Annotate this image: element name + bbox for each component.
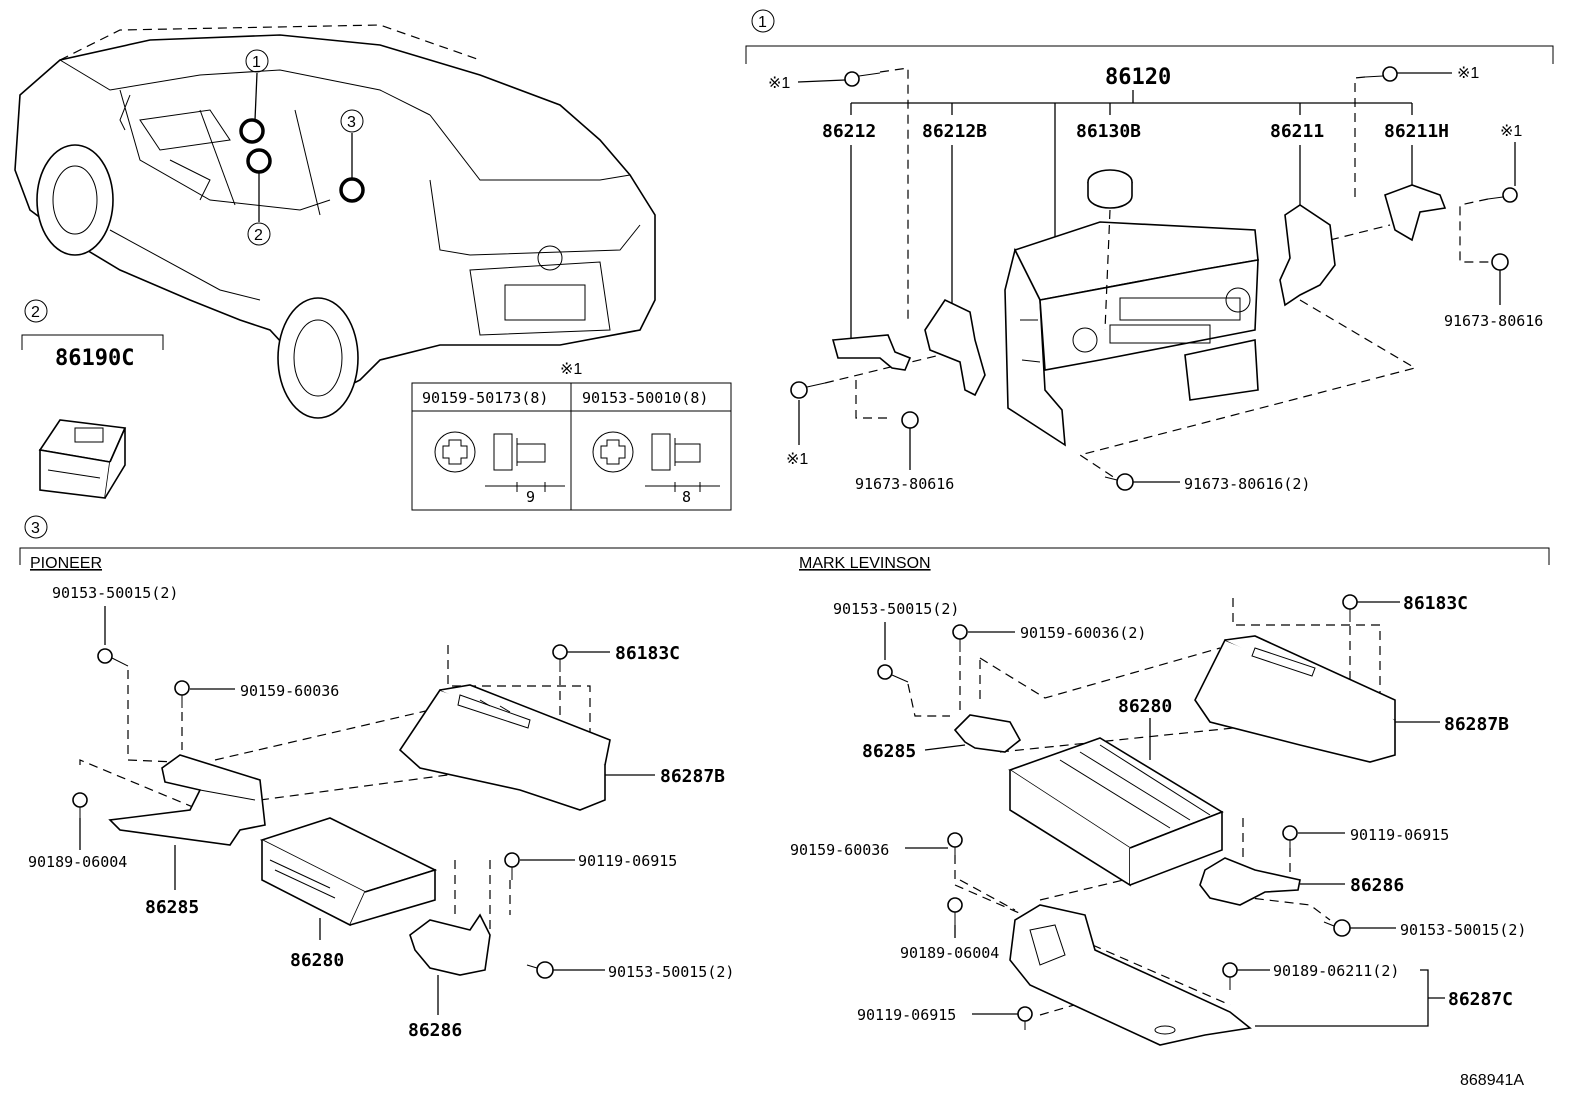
pioneer-86285[interactable]: 86285 bbox=[145, 897, 199, 918]
pioneer-86286[interactable]: 86286 bbox=[408, 1020, 462, 1041]
ml-86287c[interactable]: 86287C bbox=[1448, 989, 1513, 1010]
bolt-table-mark: ※1 bbox=[560, 361, 582, 378]
knob-86130b bbox=[1087, 169, 1133, 209]
part-86211[interactable]: 86211 bbox=[1270, 121, 1324, 142]
ml-cover-86287b bbox=[1194, 635, 1396, 763]
section-3: 3 PIONEER MARK LEVINSON bbox=[19, 515, 1550, 572]
screw-91673-bottom[interactable]: 91673-80616(2) bbox=[1184, 475, 1310, 493]
brand-pioneer: PIONEER bbox=[30, 555, 102, 572]
note-mark-tl: ※1 bbox=[768, 75, 790, 92]
radio-86120 bbox=[1004, 221, 1259, 447]
part-86190c[interactable]: 86190C bbox=[55, 346, 134, 371]
ml-bracket-86285 bbox=[953, 714, 1022, 753]
ml-bolt-c[interactable]: 90159-60036 bbox=[790, 841, 889, 859]
part-86120[interactable]: 86120 bbox=[1105, 65, 1171, 90]
pioneer-cover-86287b bbox=[398, 684, 611, 811]
pioneer-86183c[interactable]: 86183C bbox=[615, 643, 680, 664]
pioneer-86280[interactable]: 86280 bbox=[290, 950, 344, 971]
section-3-marker: 3 bbox=[31, 520, 40, 537]
section-1: 1 86120 86212 86212B 86130B 86211 86211H… bbox=[745, 9, 1554, 493]
vehicle-marker-1: 1 bbox=[252, 54, 261, 71]
pioneer-bolt-b[interactable]: 90159-60036 bbox=[240, 682, 339, 700]
pioneer-screw[interactable]: 90119-06915 bbox=[578, 852, 677, 870]
pioneer-bolt-c[interactable]: 90153-50015(2) bbox=[608, 963, 734, 981]
ml-bracket-86286 bbox=[1199, 857, 1301, 906]
bolt-dim-2: 8 bbox=[682, 488, 691, 506]
ml-tray-86287c bbox=[1009, 904, 1252, 1046]
note-mark-bl: ※1 bbox=[786, 451, 808, 468]
screw-91673-left[interactable]: 91673-80616 bbox=[855, 475, 954, 493]
part-86212b[interactable]: 86212B bbox=[922, 121, 987, 142]
mark-levinson-group: 90153-50015(2) 90159-60036(2) 86183C bbox=[790, 593, 1526, 1046]
part-86212[interactable]: 86212 bbox=[822, 121, 876, 142]
switch-86190c bbox=[38, 419, 127, 499]
diagram-code: 868941A bbox=[1460, 1072, 1524, 1089]
part-86130b[interactable]: 86130B bbox=[1076, 121, 1141, 142]
note-mark-tr: ※1 bbox=[1457, 65, 1479, 82]
section-2-marker: 2 bbox=[31, 304, 40, 321]
bolt-col-1: 90159-50173(8) bbox=[422, 389, 548, 407]
part-86211h[interactable]: 86211H bbox=[1384, 121, 1449, 142]
vehicle-marker-2: 2 bbox=[254, 227, 263, 244]
pioneer-group: 90153-50015(2) 90159-60036 86183C 86287B bbox=[28, 584, 734, 1041]
ml-86286[interactable]: 86286 bbox=[1350, 875, 1404, 896]
pioneer-nut[interactable]: 90189-06004 bbox=[28, 853, 127, 871]
ml-screw-b[interactable]: 90119-06915 bbox=[857, 1006, 956, 1024]
bolt-dim-1: 9 bbox=[526, 488, 535, 506]
pioneer-bracket-86285 bbox=[108, 754, 266, 846]
ml-86183c[interactable]: 86183C bbox=[1403, 593, 1468, 614]
pioneer-bracket-86286 bbox=[409, 913, 491, 976]
bolt-col-2: 90153-50010(8) bbox=[582, 389, 708, 407]
ml-bolt-b[interactable]: 90159-60036(2) bbox=[1020, 624, 1146, 642]
ml-screw-a[interactable]: 90119-06915 bbox=[1350, 826, 1449, 844]
location-circle-1[interactable] bbox=[239, 118, 265, 144]
ml-nut-b[interactable]: 90189-06211(2) bbox=[1273, 962, 1399, 980]
ml-bolt-d[interactable]: 90153-50015(2) bbox=[1400, 921, 1526, 939]
bolt-table: ※1 90159-50173(8) 90153-50010(8) 9 8 bbox=[411, 361, 732, 511]
pioneer-bolt-a[interactable]: 90153-50015(2) bbox=[52, 584, 178, 602]
vehicle-illustration: 1 2 3 bbox=[14, 24, 656, 419]
pioneer-amplifier-86280 bbox=[259, 817, 438, 927]
pioneer-86287b[interactable]: 86287B bbox=[660, 766, 725, 787]
brand-mark-levinson: MARK LEVINSON bbox=[799, 555, 931, 572]
ml-86287b[interactable]: 86287B bbox=[1444, 714, 1509, 735]
vehicle-marker-3: 3 bbox=[347, 114, 356, 131]
section-1-marker: 1 bbox=[758, 14, 767, 31]
screw-91673-right[interactable]: 91673-80616 bbox=[1444, 312, 1543, 330]
ml-amplifier-86280 bbox=[1008, 737, 1224, 887]
ml-nut[interactable]: 90189-06004 bbox=[900, 944, 999, 962]
ml-86280[interactable]: 86280 bbox=[1118, 696, 1172, 717]
ml-86285[interactable]: 86285 bbox=[862, 741, 916, 762]
ml-bolt-a[interactable]: 90153-50015(2) bbox=[833, 600, 959, 618]
section-2: 2 86190C bbox=[21, 299, 164, 499]
note-mark-r: ※1 bbox=[1500, 123, 1522, 140]
